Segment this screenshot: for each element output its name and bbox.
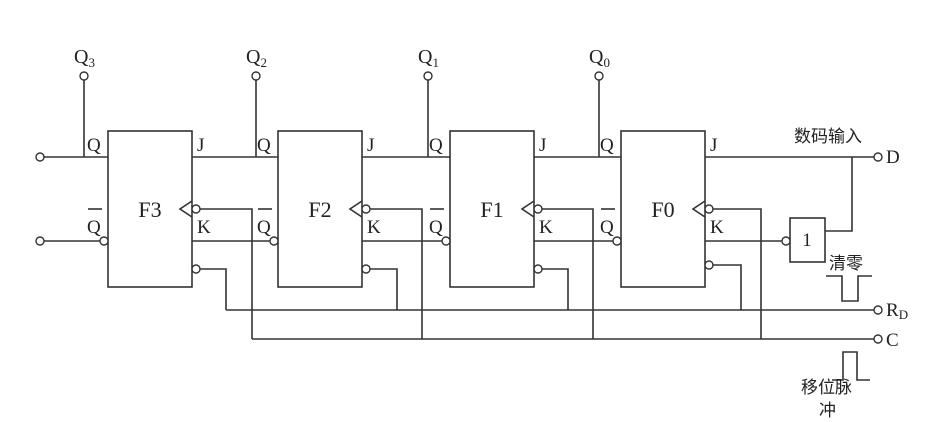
left-q-terminal xyxy=(35,152,45,162)
inverter-output-bubble xyxy=(781,236,791,246)
f1-clock-triangle xyxy=(520,200,535,218)
rd-terminal xyxy=(873,305,883,315)
f2-reset-wire xyxy=(370,268,398,310)
rd-label: RD xyxy=(886,300,908,322)
f1-reset-wire xyxy=(542,268,569,310)
left-qbar-terminal xyxy=(35,236,45,246)
f1-q-output-label: Q1 xyxy=(418,46,439,70)
f0-box xyxy=(620,130,706,288)
f0-qbar-bubble xyxy=(612,236,622,246)
f1-qbar-pin: Q xyxy=(429,217,443,238)
f1-name: F1 xyxy=(480,197,503,222)
f1-k-pin: K xyxy=(539,217,553,238)
f0-reset-wire xyxy=(713,264,742,310)
f2-k-pin: K xyxy=(367,217,381,238)
data-input-label: 数码输入 xyxy=(794,127,862,147)
flipflop-f2: F2 Q Q J K Q2 xyxy=(246,46,381,288)
f2-clock-wire xyxy=(370,208,423,339)
clear-pulse-symbol xyxy=(826,275,872,302)
f1-q-output-terminal xyxy=(423,71,433,81)
f3-k-pin: K xyxy=(197,217,211,238)
d-label: D xyxy=(886,147,900,168)
f1-qbar-bubble xyxy=(441,236,451,246)
f1-clock-bubble xyxy=(533,204,543,214)
f1-clock-wire xyxy=(542,208,594,339)
f2-reset-bubble xyxy=(361,264,371,274)
shift-pulse-symbol xyxy=(832,351,870,381)
f3-clock-bubble xyxy=(191,204,201,214)
f0-clock-wire xyxy=(713,208,762,339)
f0-j-pin: J xyxy=(710,135,717,156)
f3-box xyxy=(107,130,193,288)
f3-reset-bubble xyxy=(191,264,201,274)
f3-qbar-pin: Q xyxy=(87,217,101,238)
f0-reset-bubble xyxy=(704,260,714,270)
f0-clock-triangle xyxy=(691,200,706,218)
f3-q-output-label: Q3 xyxy=(74,46,95,70)
f3-qbar-bubble xyxy=(99,236,109,246)
f3-clock-triangle xyxy=(178,200,193,218)
f2-box xyxy=(277,130,363,288)
clear-label: 清零 xyxy=(829,254,863,274)
f0-q-pin: Q xyxy=(600,135,614,156)
f2-qbar-bubble xyxy=(269,236,279,246)
f0-clock-bubble xyxy=(704,204,714,214)
inverter-input-wire xyxy=(825,157,853,232)
f2-name: F2 xyxy=(308,197,331,222)
f3-name: F3 xyxy=(138,197,161,222)
f1-q-pin: Q xyxy=(429,135,443,156)
inverter-gate xyxy=(789,217,826,263)
f0-q-output-label: Q0 xyxy=(589,46,610,70)
f1-reset-bubble xyxy=(533,264,543,274)
f1-j-pin: J xyxy=(539,135,546,156)
f0-k-pin: K xyxy=(710,217,724,238)
f0-q-output-terminal xyxy=(594,71,604,81)
f3-j-pin: J xyxy=(197,135,204,156)
f2-q-pin: Q xyxy=(257,135,271,156)
c-label: C xyxy=(886,330,899,351)
f0-qbar-pin: Q xyxy=(600,217,614,238)
f3-reset-wire xyxy=(200,268,227,310)
shift-label-line2: 冲 xyxy=(819,401,836,421)
c-terminal xyxy=(873,334,883,344)
flipflop-f0: F0 Q Q J K Q0 xyxy=(589,46,724,288)
f3-q-pin: Q xyxy=(87,135,101,156)
flipflop-f1: F1 Q Q J K Q1 xyxy=(418,46,553,288)
flipflop-f3: F3 Q Q J K Q3 xyxy=(74,46,211,288)
f2-q-output-terminal xyxy=(251,71,261,81)
f2-j-pin: J xyxy=(367,135,374,156)
f3-clock-wire xyxy=(200,208,253,339)
f3-q-output-terminal xyxy=(79,71,89,81)
inverter-label: 1 xyxy=(802,230,812,251)
f2-qbar-pin: Q xyxy=(257,217,271,238)
f2-q-output-label: Q2 xyxy=(246,46,267,70)
f2-clock-bubble xyxy=(361,204,371,214)
shift-label-line1: 移位脉 xyxy=(801,378,852,398)
f2-clock-triangle xyxy=(348,200,363,218)
d-terminal xyxy=(873,152,883,162)
f0-name: F0 xyxy=(651,197,674,222)
